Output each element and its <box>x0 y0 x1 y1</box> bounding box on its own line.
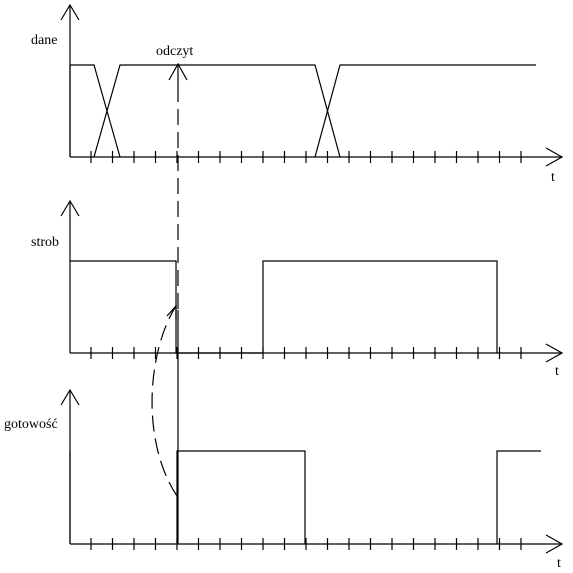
dane-y-arrow <box>60 3 80 21</box>
dane-label: dane <box>31 33 57 48</box>
read-marker-label: odczyt <box>156 44 193 59</box>
strob-y-arrow <box>60 199 80 217</box>
dane-time-label: t <box>551 170 555 185</box>
signal-dane: dane t <box>31 3 564 185</box>
dane-bus-lower <box>93 64 341 158</box>
handshake-curve <box>151 305 178 497</box>
dane-ticks <box>90 151 522 163</box>
strob-ticks <box>90 347 522 359</box>
signal-strob: strob t <box>31 199 564 379</box>
strob-waveform <box>70 260 498 354</box>
handshake-arrowhead <box>166 304 177 320</box>
dane-bus-upper <box>69 64 121 158</box>
strob-time-label: t <box>555 364 559 379</box>
gotowosc-waveform-3 <box>496 450 541 544</box>
strob-time-arrow <box>545 343 564 363</box>
gotowosc-waveform-2 <box>176 450 306 544</box>
dane-bus-upper-2 <box>314 64 536 158</box>
read-marker: odczyt <box>156 44 193 544</box>
gotowosc-y-arrow <box>60 388 80 406</box>
gotowosc-time-arrow <box>545 534 564 554</box>
handshake-arrow <box>151 304 178 497</box>
gotowosc-label: gotowość <box>4 417 58 432</box>
signal-gotowosc: gotowość t <box>4 388 564 571</box>
dane-time-arrow <box>545 147 564 167</box>
gotowosc-time-label: t <box>557 556 561 571</box>
gotowosc-ticks <box>90 538 522 550</box>
strob-label: strob <box>31 235 59 250</box>
